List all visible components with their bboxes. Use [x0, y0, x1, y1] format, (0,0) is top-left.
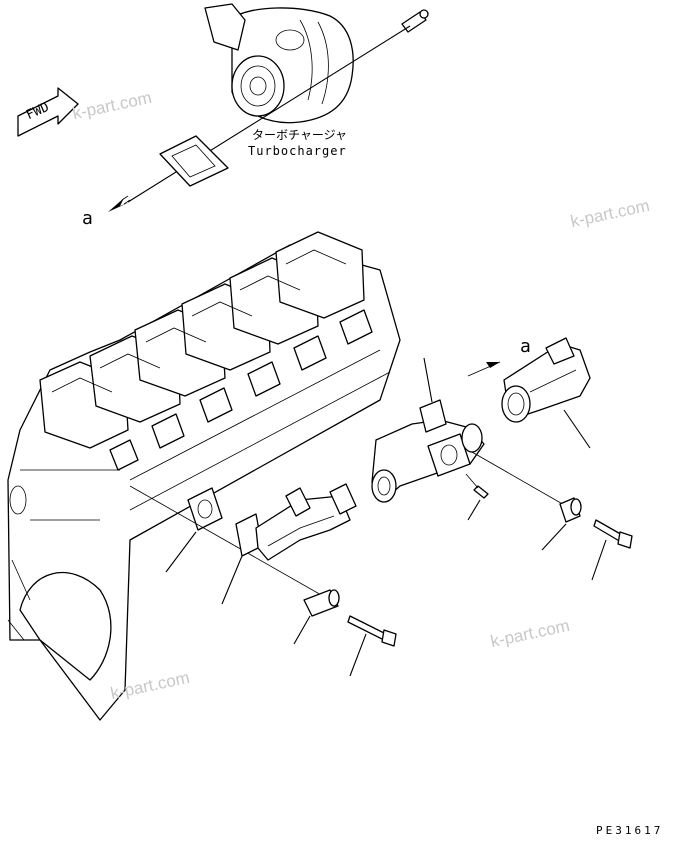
figure-code: PE31617: [596, 824, 664, 837]
bolt-rear: [591, 519, 633, 581]
exhaust-manifold-front: [221, 483, 357, 605]
fwd-arrow-icon: [17, 87, 79, 137]
manifold-gasket-front: [165, 487, 223, 573]
turbocharger-label-en: Turbocharger: [248, 144, 347, 158]
arrow-a-right: [467, 361, 501, 377]
turbocharger-label-jp: ターボチャージャ: [252, 128, 348, 142]
engine-block: [7, 231, 401, 721]
reference-a-top: a: [82, 208, 93, 229]
exhaust-manifold-center: [371, 357, 485, 503]
stud-center: [465, 473, 489, 521]
sleeve-rear: [541, 497, 582, 551]
turbocharger: [204, 3, 354, 124]
sleeve-front: [293, 589, 340, 645]
arrow-a-top: [108, 195, 131, 212]
reference-a-right: a: [520, 336, 531, 357]
bolt-front: [347, 615, 397, 677]
turbo-gasket: [159, 135, 229, 187]
exhaust-manifold-rear: [501, 337, 591, 449]
